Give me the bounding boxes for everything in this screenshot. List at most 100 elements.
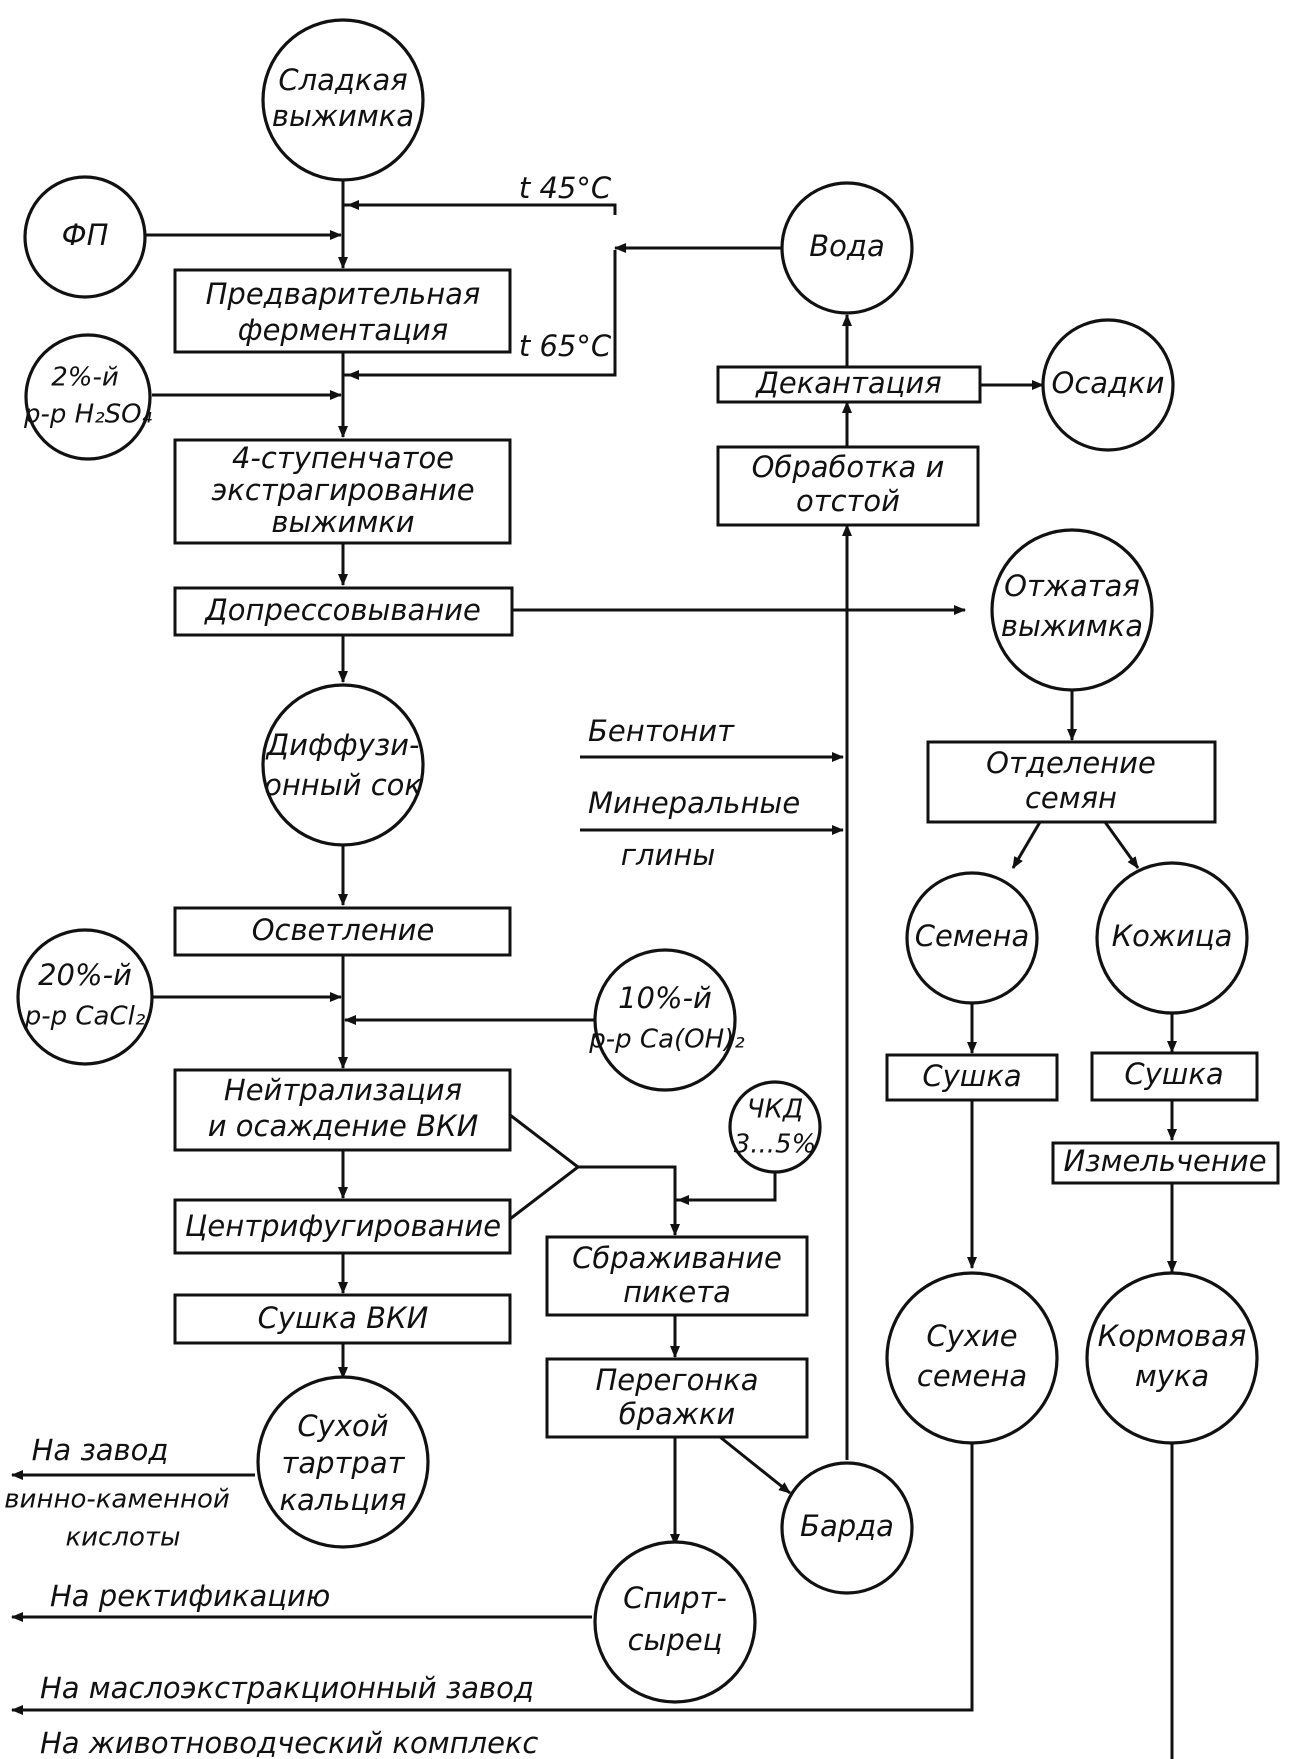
text-neutralization-1: Нейтрализация <box>224 1073 462 1107</box>
label-mineral-clays-2: глины <box>621 838 715 872</box>
text-caoh2-2: р-р Ca(OH)₂ <box>588 1025 744 1055</box>
text-caoh2-1: 10%-й <box>618 981 712 1015</box>
text-sediments: Осадки <box>1052 366 1165 400</box>
text-fp: ФП <box>62 218 109 252</box>
text-seed-separation-2: семян <box>1025 781 1117 815</box>
text-sweet-pomace-1: Сладкая <box>278 63 407 97</box>
label-tartaric-plant-3: кислоты <box>65 1523 180 1553</box>
text-acid-2: р-р H₂SO₄ <box>23 400 153 430</box>
text-pre-fermentation-1: Предварительная <box>206 277 481 311</box>
label-oil-plant: На маслоэкстракционный завод <box>40 1671 534 1705</box>
text-diffusion-juice-1: Диффузи- <box>265 728 420 762</box>
box-grinding <box>1051 1141 1280 1185</box>
text-extraction-1: 4-ступенчатое <box>232 441 454 475</box>
text-acid-1: 2%-й <box>51 363 119 393</box>
box-clarification <box>173 906 512 957</box>
piquette-line <box>578 1165 677 1235</box>
text-dry-tartrate-3: кальция <box>280 1483 407 1517</box>
text-pressed-pomace-2: выжимка <box>1001 609 1143 643</box>
edge-labels: t 45°C t 65°C Бентонит Минеральные глины… <box>4 171 800 1759</box>
node-texts: Сладкая выжимка ФП 2%-й р-р H₂SO₄ Вода О… <box>23 63 1246 1657</box>
node-stillage <box>780 1461 914 1595</box>
box-pre-fermentation <box>173 268 512 354</box>
text-extraction-3: выжимки <box>271 505 414 539</box>
nodes <box>16 18 1259 1704</box>
text-fermentation-1: Сбраживание <box>572 1241 782 1275</box>
text-water: Вода <box>809 229 884 263</box>
box-drying-vki <box>173 1293 512 1345</box>
label-temp-45: t 45°C <box>519 171 612 205</box>
node-raw-spirit <box>593 1540 757 1704</box>
label-rectification: На ректификацию <box>50 1579 330 1613</box>
text-pressed-pomace-1: Отжатая <box>1004 569 1140 603</box>
text-distillation-1: Перегонка <box>595 1363 758 1397</box>
text-cacl2-2: р-р CaCl₂ <box>24 1002 146 1032</box>
text-feed-meal-1: Кормовая <box>1098 1319 1247 1353</box>
node-dry-seeds <box>885 1271 1059 1445</box>
node-acid-solution <box>24 333 152 461</box>
box-treatment-settling <box>716 445 980 527</box>
label-temp-65: t 65°C <box>519 329 612 363</box>
connectors <box>11 180 1177 1759</box>
arrow-to-skins <box>1103 821 1140 869</box>
node-fp <box>23 175 147 299</box>
text-distillation-2: бражки <box>619 1397 736 1431</box>
node-sediments <box>1041 318 1175 452</box>
label-mineral-clays-1: Минеральные <box>588 786 800 820</box>
box-extraction <box>173 438 512 545</box>
box-centrifugation <box>173 1198 512 1255</box>
node-water <box>780 181 914 315</box>
node-caoh2-solution <box>593 948 737 1092</box>
text-clarification: Осветление <box>252 913 435 947</box>
text-seed-separation-1: Отделение <box>986 746 1156 780</box>
text-cacl2-1: 20%-й <box>38 958 132 992</box>
text-chkd-2: 3...5% <box>734 1130 817 1160</box>
text-diffusion-juice-2: онный сок <box>264 768 422 802</box>
box-neutralization <box>173 1068 512 1152</box>
label-tartaric-plant-1: На завод <box>32 1433 169 1467</box>
label-bentonite: Бентонит <box>588 714 735 748</box>
text-decantation: Декантация <box>754 366 941 400</box>
node-diffusion-juice <box>261 683 425 847</box>
node-pressed-pomace <box>990 528 1154 692</box>
text-grinding: Измельчение <box>1063 1144 1266 1178</box>
text-fermentation-2: пикета <box>623 1275 731 1309</box>
text-raw-spirit-2: сырец <box>628 1623 723 1657</box>
text-seeds: Семена <box>915 919 1030 953</box>
node-seeds <box>905 871 1039 1005</box>
node-cacl2-solution <box>16 928 154 1066</box>
box-pressing <box>173 586 514 637</box>
text-pre-fermentation-2: ферментация <box>238 313 448 347</box>
arrow-to-stillage <box>719 1435 791 1495</box>
text-chkd-1: ЧКД <box>747 1095 804 1125</box>
text-extraction-2: экстрагирование <box>211 473 474 507</box>
split-lines-to-fermentation <box>509 1113 581 1221</box>
text-sweet-pomace-2: выжимка <box>272 99 414 133</box>
box-drying-skins <box>1090 1051 1259 1102</box>
text-dry-tartrate-2: тартрат <box>281 1446 405 1480</box>
node-sweet-pomace <box>261 18 425 182</box>
text-feed-meal-2: мука <box>1135 1359 1209 1393</box>
box-drying-seeds <box>885 1053 1059 1102</box>
node-chkd <box>728 1080 822 1174</box>
box-distillation <box>545 1357 809 1439</box>
text-stillage: Барда <box>800 1509 894 1543</box>
box-decantation <box>716 365 982 404</box>
text-drying-vki: Сушка ВКИ <box>258 1301 429 1335</box>
text-drying-skins: Сушка <box>1124 1057 1223 1091</box>
text-skins: Кожица <box>1112 919 1233 953</box>
text-dry-seeds-2: семена <box>917 1359 1027 1393</box>
label-livestock: На животноводческий комплекс <box>40 1726 538 1759</box>
text-dry-seeds-1: Сухие <box>926 1319 1017 1353</box>
process-texts: Предварительная ферментация 4-ступенчато… <box>185 277 1267 1431</box>
text-raw-spirit-1: Спирт- <box>623 1581 727 1615</box>
arrow-to-seeds <box>1011 821 1042 869</box>
node-feed-meal <box>1085 1271 1259 1445</box>
text-treatment-2: отстой <box>796 484 900 518</box>
label-tartaric-plant-2: винно-каменной <box>4 1485 230 1515</box>
text-pressing: Допрессовывание <box>203 593 481 627</box>
chkd-line <box>675 1172 777 1202</box>
text-drying-seeds: Сушка <box>922 1059 1021 1093</box>
text-dry-tartrate-1: Сухой <box>297 1409 388 1443</box>
